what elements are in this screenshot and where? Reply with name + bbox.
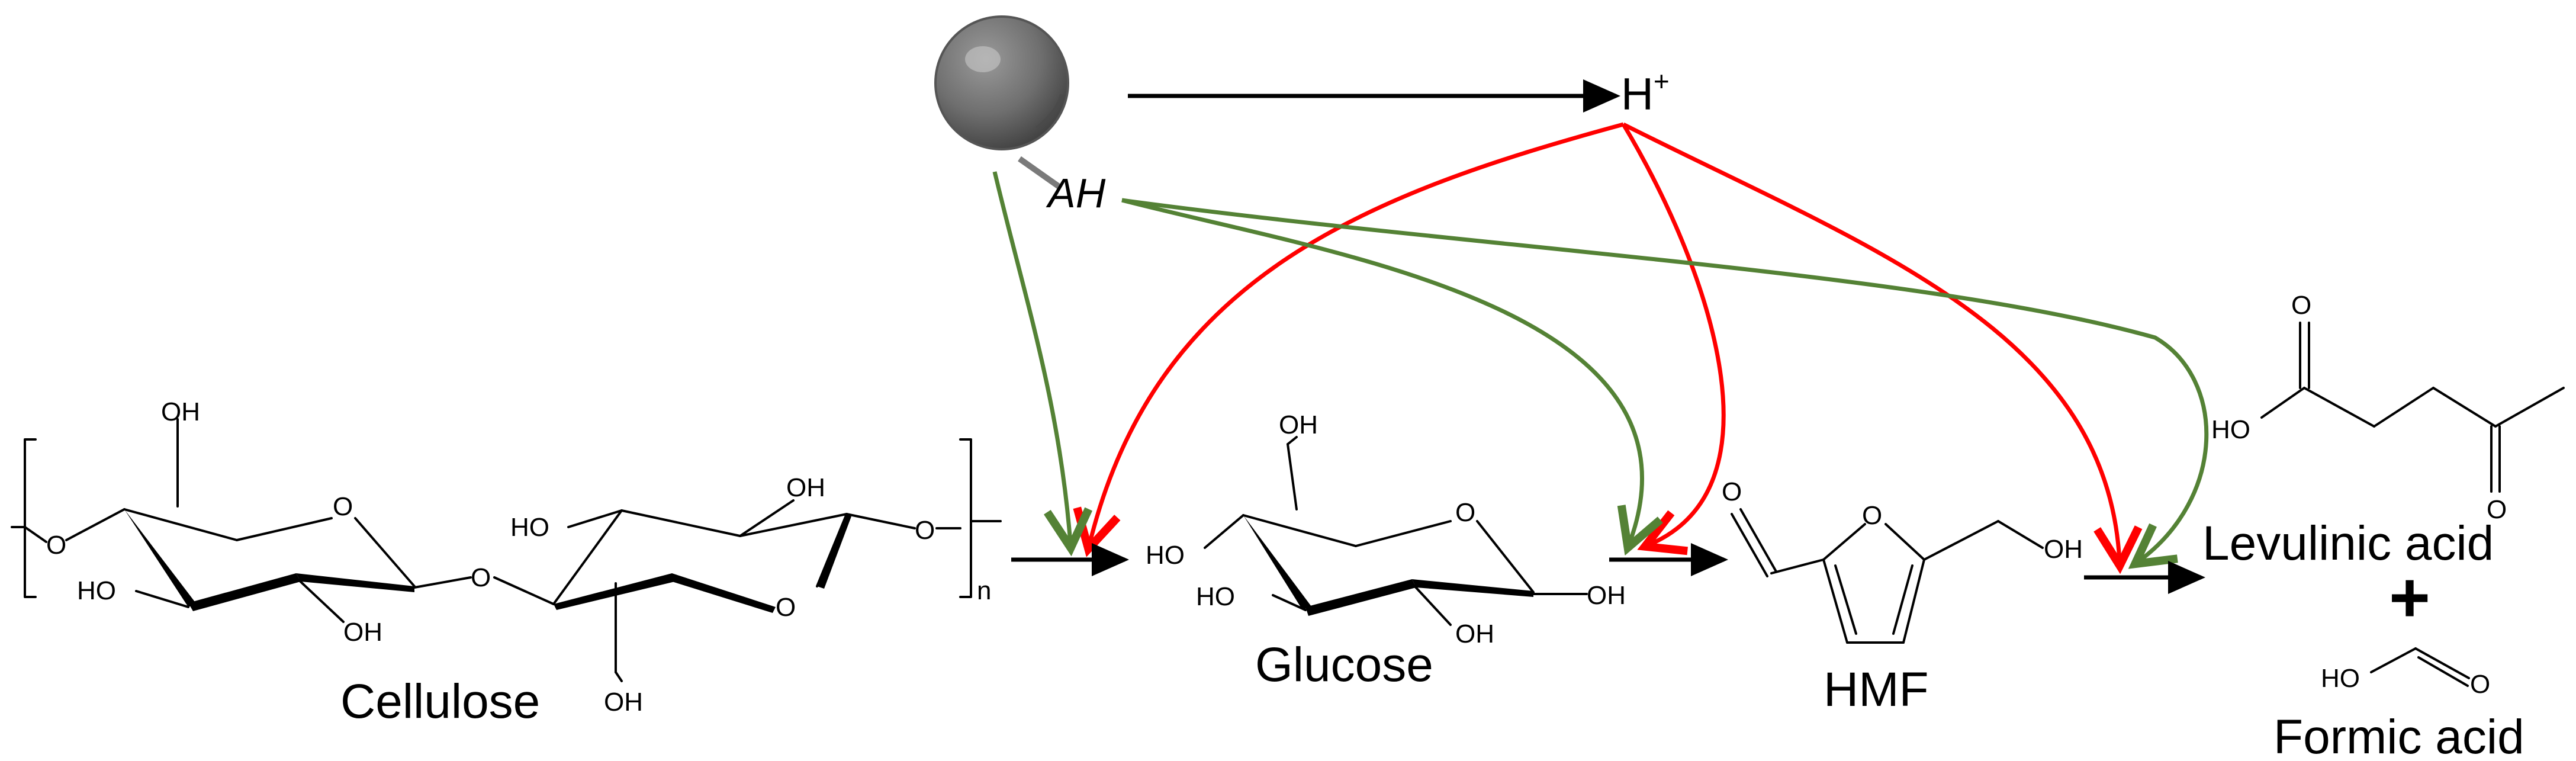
hmf-label: HMF (1824, 663, 1929, 717)
svg-text:O: O (1455, 498, 1475, 527)
svg-text:O: O (1722, 477, 1742, 506)
cellulose-structure: O n O OH HO OH O O HO OH O (11, 397, 1002, 717)
svg-text:HO: HO (77, 576, 116, 605)
svg-text:OH: OH (1587, 581, 1626, 610)
svg-text:HO: HO (2321, 664, 2360, 693)
svg-text:HO: HO (2211, 415, 2250, 444)
svg-text:O: O (46, 531, 66, 560)
glucose-structure: O OH HO HO OH OH (1146, 410, 1626, 648)
glucose-label: Glucose (1255, 638, 1433, 692)
proton-label: H+ (1621, 66, 1670, 120)
green-path-to-levulinic (1121, 198, 2209, 561)
svg-text:O: O (2487, 495, 2507, 524)
svg-text:OH: OH (161, 397, 200, 426)
cellulose-label: Cellulose (340, 675, 540, 728)
svg-text:OH: OH (2044, 535, 2083, 564)
plus-sign: + (2389, 558, 2430, 637)
svg-text:O: O (915, 516, 935, 545)
formic-acid-label: Formic acid (2273, 710, 2524, 761)
svg-text:O: O (2470, 670, 2490, 699)
svg-text:OH: OH (604, 688, 643, 717)
svg-text:HO: HO (510, 513, 549, 542)
svg-text:OH: OH (1279, 410, 1318, 439)
svg-text:OH: OH (1455, 619, 1494, 648)
svg-text:O: O (1862, 501, 1882, 530)
red-path-to-hmf (1621, 123, 1726, 545)
hmf-structure: O O OH (1722, 477, 2083, 644)
svg-text:O: O (333, 492, 353, 521)
svg-text:O: O (776, 593, 796, 622)
green-path-to-hmf (1121, 198, 1642, 544)
formic-acid-structure: HO O (2321, 647, 2490, 699)
svg-text:n: n (977, 576, 991, 605)
green-path-to-glucose (992, 171, 1070, 544)
levulinic-acid-structure: O HO O (2211, 291, 2565, 524)
red-path-to-levulinic (1622, 122, 2120, 561)
svg-text:OH: OH (343, 618, 382, 647)
levulinic-acid-label: Levulinic acid (2202, 516, 2494, 570)
svg-text:HO: HO (1146, 541, 1185, 570)
red-path-to-glucose (1089, 122, 1624, 545)
svg-text:O: O (2291, 291, 2311, 320)
svg-text:HO: HO (1196, 582, 1235, 611)
acid-group-label: AH (1046, 170, 1106, 216)
catalyst-sphere (934, 15, 1069, 190)
svg-text:OH: OH (786, 473, 825, 502)
svg-text:O: O (471, 563, 491, 592)
